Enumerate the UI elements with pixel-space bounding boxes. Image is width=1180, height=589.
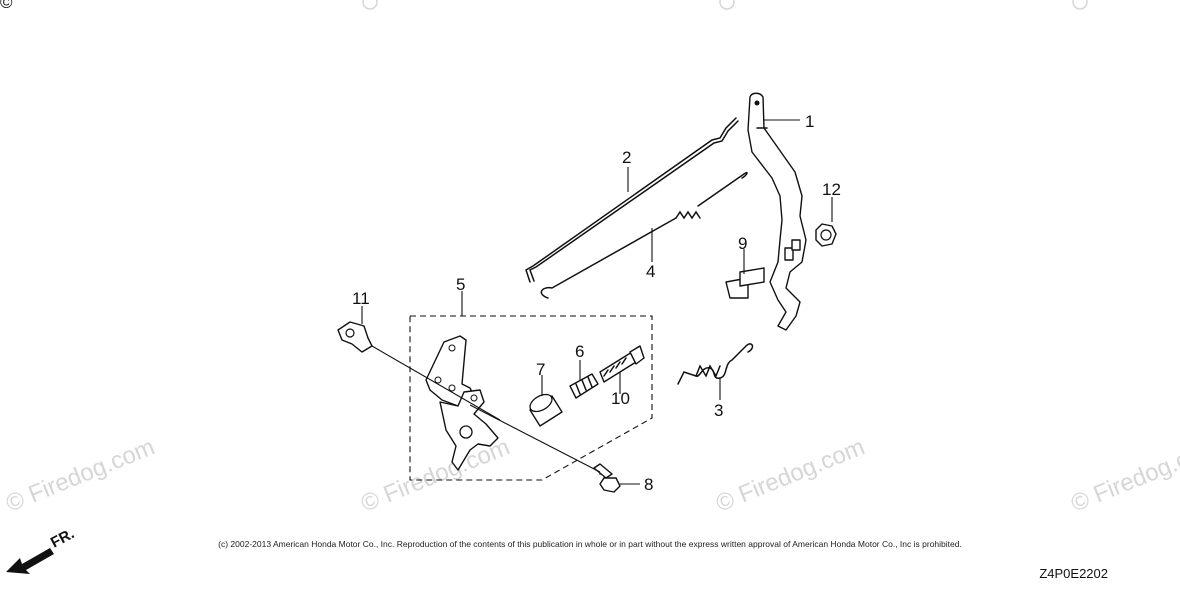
watermark-mark bbox=[719, 0, 735, 10]
leader-lines bbox=[361, 119, 833, 485]
part-12-nut[interactable] bbox=[815, 223, 837, 247]
front-arrow-indicator: FR. bbox=[6, 528, 77, 574]
corner-copyright-mark: © bbox=[0, 0, 13, 12]
watermark: © Firedog.com bbox=[1067, 433, 1180, 517]
callout-12: 12 bbox=[822, 180, 841, 199]
callout-5: 5 bbox=[456, 275, 465, 294]
callout-10: 10 bbox=[611, 389, 630, 408]
part-9-bolt[interactable] bbox=[725, 267, 765, 299]
part-2-governor-rod[interactable] bbox=[525, 117, 739, 283]
watermarks: © Firedog.com © Firedog.com © Firedog.co… bbox=[2, 0, 1180, 518]
part-1-control-bracket[interactable] bbox=[747, 92, 807, 331]
callout-1: 1 bbox=[805, 112, 814, 131]
callout-6: 6 bbox=[575, 342, 584, 361]
watermark-mark bbox=[1072, 0, 1088, 10]
watermark: © Firedog.com bbox=[712, 433, 868, 517]
part-4-throttle-spring-rod[interactable] bbox=[540, 171, 748, 299]
copyright-notice: (c) 2002-2013 American Honda Motor Co., … bbox=[218, 539, 962, 549]
callout-11: 11 bbox=[352, 289, 370, 308]
callout-8: 8 bbox=[644, 475, 653, 494]
callout-2: 2 bbox=[622, 148, 631, 167]
callout-9: 9 bbox=[738, 234, 747, 253]
part-3-return-spring[interactable] bbox=[677, 343, 754, 385]
callout-7: 7 bbox=[536, 360, 545, 379]
part-8-flange-bolt[interactable] bbox=[593, 463, 621, 493]
part-10-long-bolt[interactable] bbox=[599, 345, 645, 383]
front-arrow-icon bbox=[6, 548, 54, 574]
part-11-clip[interactable] bbox=[337, 321, 373, 353]
watermark-mark bbox=[362, 0, 378, 10]
diagram-code: Z4P0E2202 bbox=[1039, 566, 1108, 581]
part-7-collar[interactable] bbox=[527, 391, 563, 427]
callouts: 1 2 3 4 5 6 7 8 9 10 11 12 bbox=[352, 112, 841, 494]
callout-4: 4 bbox=[646, 262, 655, 281]
watermark: © Firedog.com bbox=[2, 433, 158, 517]
part-5-lever-assembly[interactable] bbox=[409, 315, 653, 481]
part-6-short-spring[interactable] bbox=[569, 373, 599, 399]
callout-3: 3 bbox=[714, 401, 723, 420]
